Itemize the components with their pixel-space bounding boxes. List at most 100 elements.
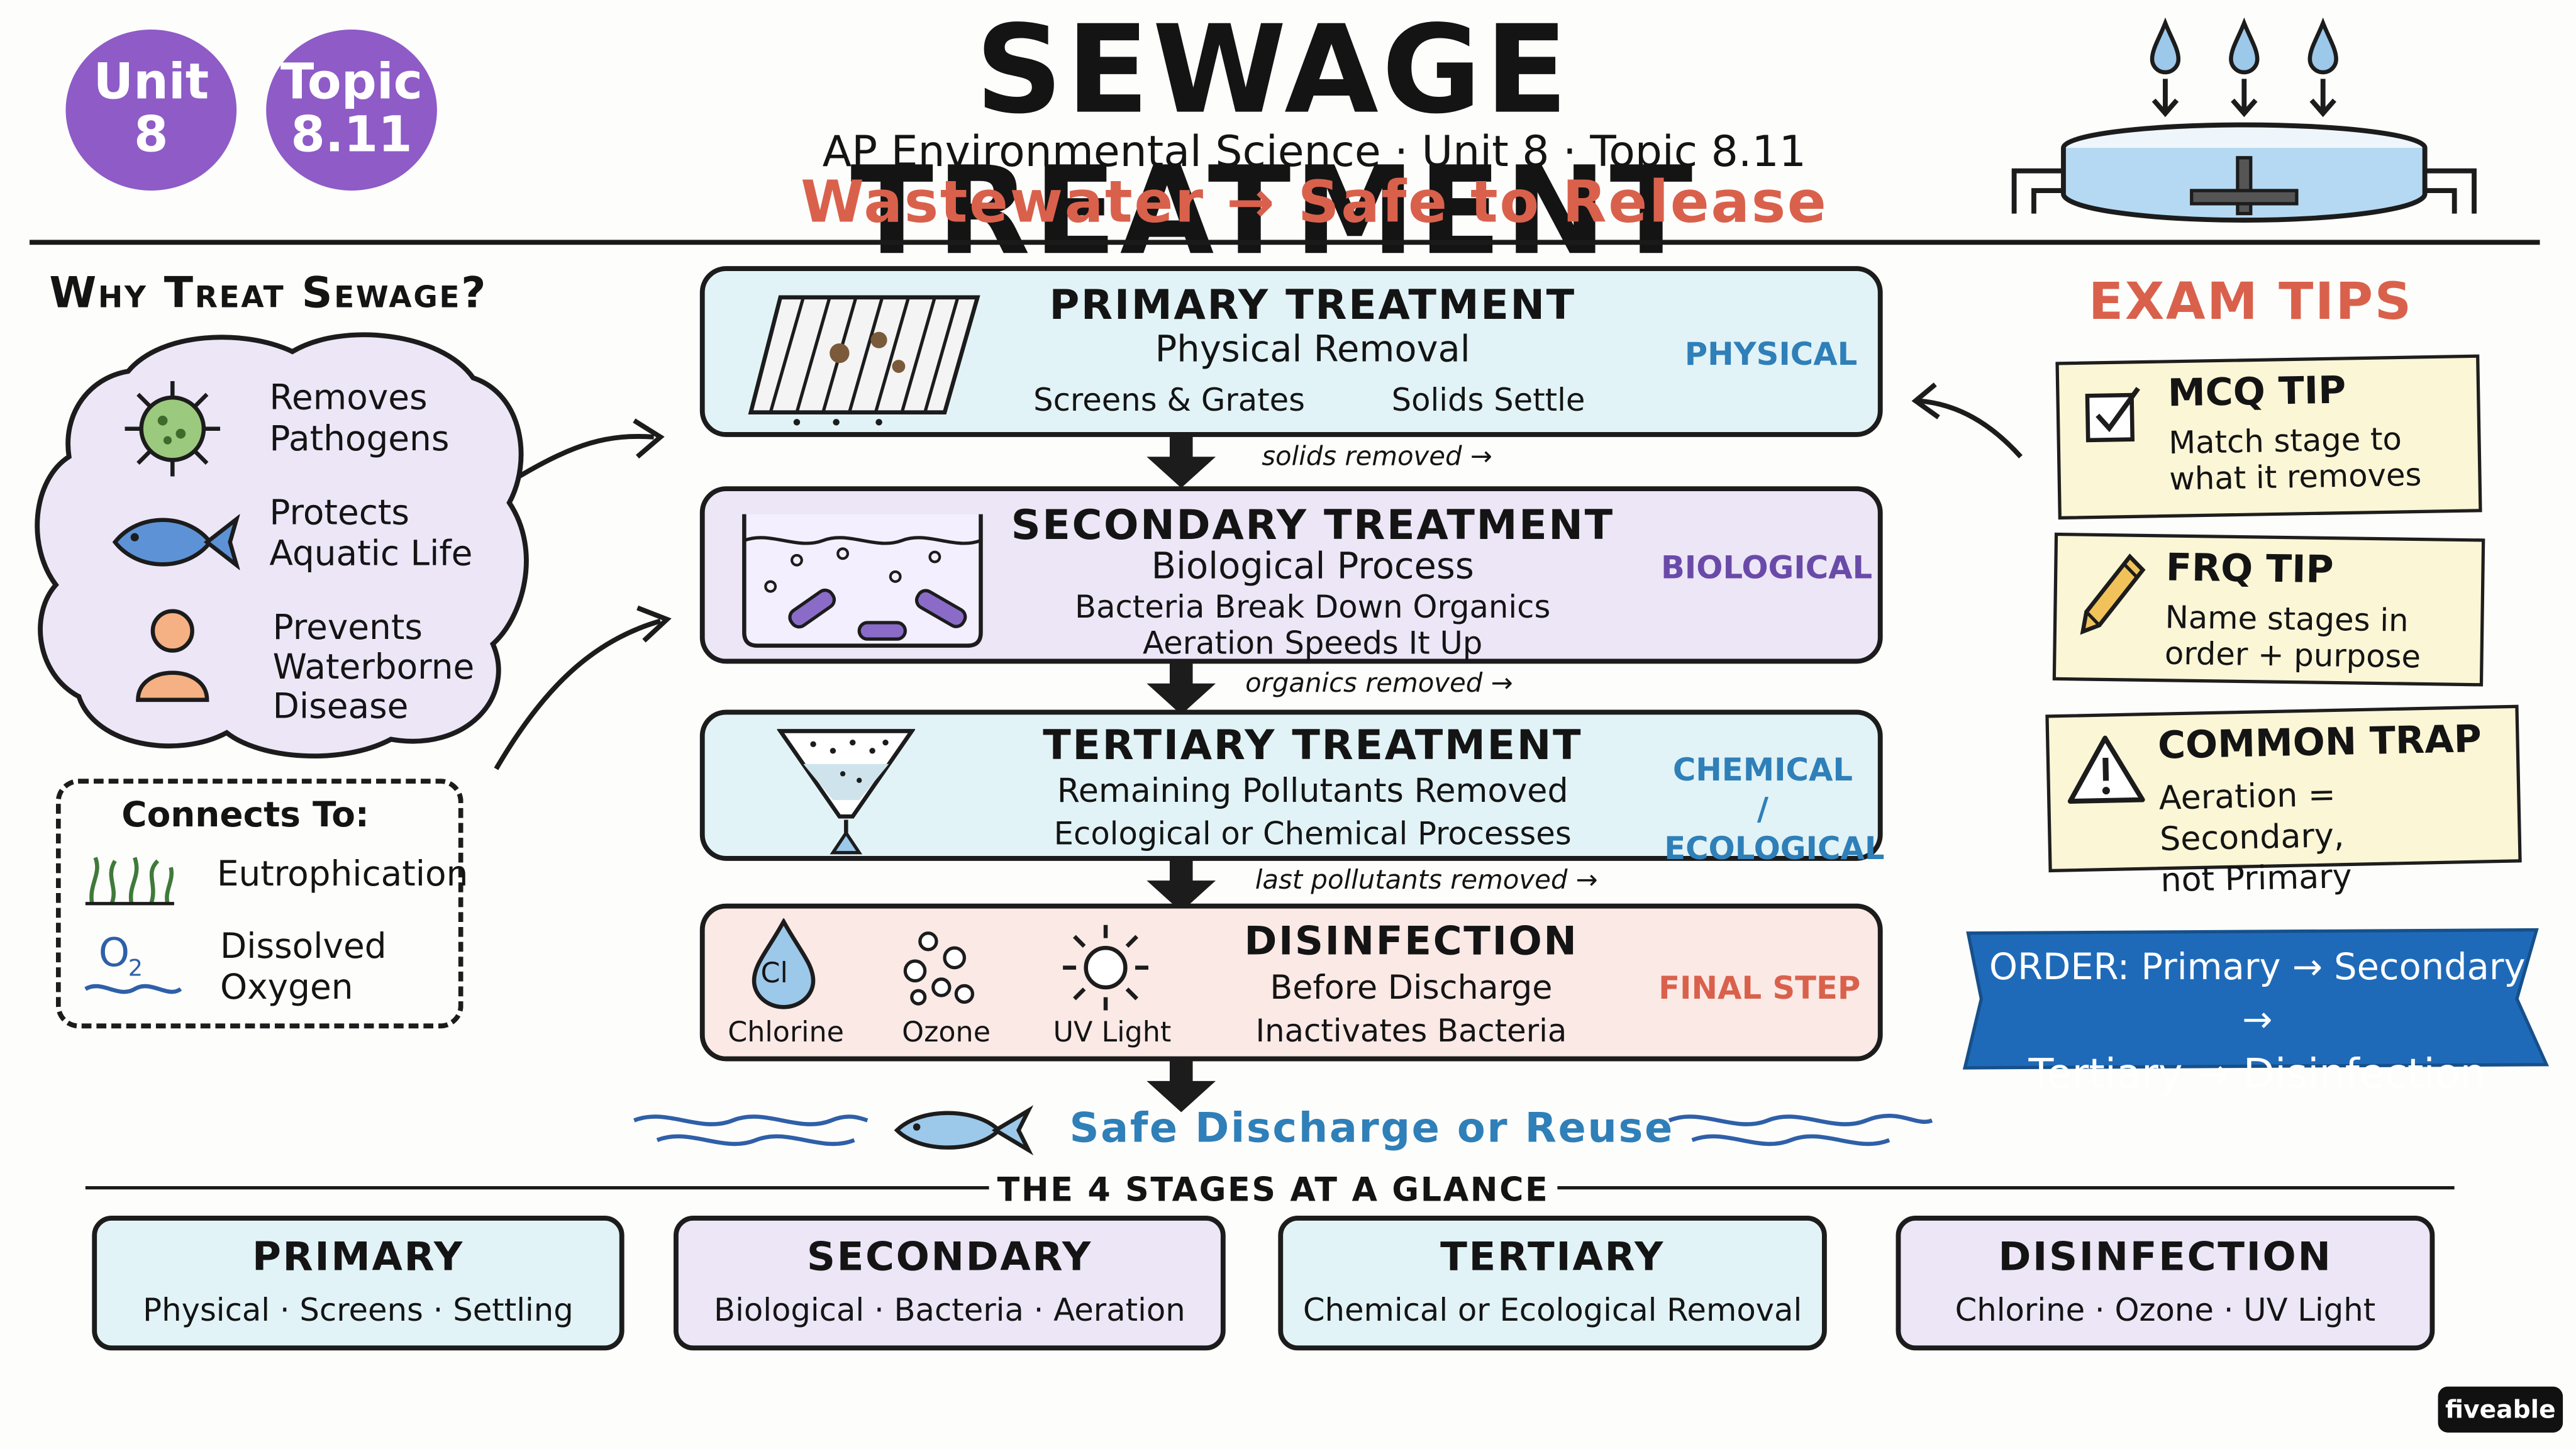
stage-primary-detail-b: Solids Settle	[1391, 382, 1585, 419]
unit-badge-line1: Unit	[93, 54, 209, 112]
glance-tertiary-detail: Chemical or Ecological Removal	[1302, 1292, 1802, 1330]
glance-divider-left	[85, 1186, 989, 1190]
stage-disinfection-tag: FINAL STEP	[1658, 970, 1861, 1008]
why-item-disease-line1: Prevents	[272, 608, 423, 648]
flow-label-3: last pollutants removed →	[1255, 864, 1598, 896]
connects-oxygen-line1: Dissolved	[220, 926, 387, 966]
stage-primary-tag: PHYSICAL	[1684, 336, 1858, 373]
svg-text:O: O	[99, 930, 130, 975]
why-item-aquatic: Protects Aquatic Life	[269, 493, 472, 575]
stage-tertiary-tag: CHEMICAL / ECOLOGICAL	[1664, 751, 1884, 869]
tip-mcq: MCQ TIP Match stage to what it removes	[2055, 354, 2482, 520]
why-item-pathogens-line2: Pathogens	[269, 419, 450, 458]
stage-secondary-detail-a: Bacteria Break Down Organics	[1075, 589, 1551, 626]
bacteria-tank-icon	[742, 514, 983, 648]
flow-arrow-4	[1146, 1058, 1216, 1113]
pencil-icon	[2080, 553, 2146, 635]
virus-icon	[125, 381, 221, 477]
glance-secondary-title: SECONDARY	[806, 1233, 1092, 1280]
why-item-pathogens: Removes Pathogens	[269, 378, 449, 460]
fiveable-watermark: fiveable	[2438, 1386, 2563, 1433]
order-banner-shape	[1962, 928, 2550, 1070]
discharge-waves	[633, 1105, 1933, 1156]
tip-trap: COMMON TRAP Aeration = Secondary, not Pr…	[2045, 704, 2522, 899]
stage-disinfection-detail-a: Inactivates Bacteria	[1255, 1013, 1567, 1050]
why-item-disease-line3: Disease	[272, 686, 409, 726]
glance-tertiary-title: TERTIARY	[1440, 1233, 1665, 1280]
method-ozone: Ozone	[902, 1016, 991, 1050]
ozone-bubbles-icon	[903, 931, 975, 1006]
flow-label-1: solids removed →	[1262, 440, 1492, 472]
flow-arrow-1	[1146, 433, 1216, 488]
stage-secondary-tag: BIOLOGICAL	[1660, 550, 1873, 587]
why-item-disease-line2: Waterborne	[272, 647, 475, 687]
why-item-aquatic-line2: Aquatic Life	[269, 533, 473, 574]
page-title: SEWAGE TREATMENT	[850, 0, 1696, 283]
unit-badge: Unit 8	[65, 30, 237, 191]
stage-primary-detail-a: Screens & Grates	[1033, 382, 1306, 419]
tip-frq-body: Name stages in order + purpose	[2165, 600, 2422, 676]
topic-badge-line1: Topic	[280, 54, 423, 112]
why-heading: Why Treat Sewage?	[49, 269, 488, 319]
glance-heading: THE 4 STAGES AT A GLANCE	[997, 1169, 1550, 1209]
tip-trap-line1: Aeration = Secondary,	[2158, 774, 2345, 859]
stage-primary: PRIMARY TREATMENT Physical Removal Scree…	[699, 266, 1883, 437]
method-uv: UV Light	[1053, 1016, 1172, 1050]
page-subtitle: AP Environmental Science · Unit 8 · Topi…	[822, 128, 1806, 178]
topic-badge: Topic 8.11	[266, 30, 437, 191]
person-icon	[136, 609, 209, 702]
connects-oxygen: Dissolved Oxygen	[220, 926, 386, 1009]
svg-text:2: 2	[128, 955, 143, 982]
chlorine-drop-icon	[752, 918, 816, 1009]
tip-mcq-body: Match stage to what it removes	[2168, 421, 2422, 498]
tip-mcq-title: MCQ TIP	[2167, 370, 2346, 416]
glance-secondary-detail: Biological · Bacteria · Aeration	[714, 1292, 1185, 1330]
oxygen-icon: O 2	[84, 930, 182, 994]
flow-arrow-2	[1146, 660, 1216, 715]
tip-frq-line1: Name stages in	[2165, 599, 2409, 640]
order-line2: Tertiary → Disinfection	[2028, 1050, 2486, 1097]
tip-mcq-line1: Match stage to	[2168, 421, 2402, 462]
tip-trap-body: Aeration = Secondary, not Primary	[2158, 770, 2519, 901]
tip-trap-title: COMMON TRAP	[2157, 718, 2482, 769]
flow-arrow-3	[1146, 857, 1216, 912]
tip-frq: FRQ TIP Name stages in order + purpose	[2052, 532, 2485, 687]
stage-tertiary: TERTIARY TREATMENT Remaining Pollutants …	[699, 709, 1884, 867]
tip-frq-line2: order + purpose	[2164, 636, 2421, 676]
connects-heading: Connects To:	[121, 795, 369, 835]
warning-icon	[2067, 735, 2145, 804]
why-item-aquatic-line1: Protects	[269, 492, 409, 533]
algae-icon	[85, 857, 174, 906]
unit-badge-line2: 8	[134, 106, 169, 165]
chlorine-symbol: Cl	[760, 957, 788, 991]
stage-primary-subtitle: Physical Removal	[1155, 330, 1470, 372]
checkbox-icon	[2085, 387, 2140, 443]
stage-tertiary-subtitle: Remaining Pollutants Removed	[1057, 770, 1568, 810]
method-chlorine: Chlorine	[728, 1016, 844, 1050]
glance-disinfection-detail: Chlorine · Ozone · UV Light	[1955, 1292, 2376, 1330]
connects-eutrophication: Eutrophication	[216, 854, 469, 894]
stage-secondary-title: SECONDARY TREATMENT	[1011, 501, 1614, 549]
discharge-label: Safe Discharge or Reuse	[1069, 1104, 1674, 1152]
uv-sun-icon	[1063, 924, 1148, 1011]
stage-disinfection-subtitle: Before Discharge	[1270, 967, 1553, 1008]
stage-secondary: SECONDARY TREATMENT Biological Process B…	[699, 486, 1883, 664]
why-item-disease: Prevents Waterborne Disease	[273, 608, 475, 726]
exam-heading: EXAM TIPS	[2088, 272, 2413, 332]
treatment-tank-icon	[2011, 17, 2477, 223]
order-banner: ORDER: Primary → Secondary → Tertiary → …	[1978, 943, 2536, 1101]
glance-card-primary: PRIMARY Physical · Screens · Settling	[92, 1216, 625, 1351]
stage-tertiary-title: TERTIARY TREATMENT	[1043, 721, 1583, 769]
glance-divider-right	[1557, 1186, 2455, 1190]
stage-tertiary-tag-line1: CHEMICAL /	[1672, 752, 1853, 828]
tip-mcq-line2: what it removes	[2168, 457, 2422, 498]
stage-disinfection-title: DISINFECTION	[1244, 918, 1579, 965]
connects-box	[55, 779, 464, 1029]
why-item-pathogens-line1: Removes	[269, 377, 428, 418]
glance-card-secondary: SECONDARY Biological · Bacteria · Aerati…	[674, 1216, 1226, 1351]
stage-disinfection: Cl Chlorine Ozone UV Light DISINFECTION …	[699, 903, 1883, 1062]
page-tagline: Wastewater → Safe to Release	[801, 170, 1828, 237]
tip-frq-title: FRQ TIP	[2165, 547, 2334, 592]
glance-disinfection-title: DISINFECTION	[1998, 1233, 2333, 1280]
